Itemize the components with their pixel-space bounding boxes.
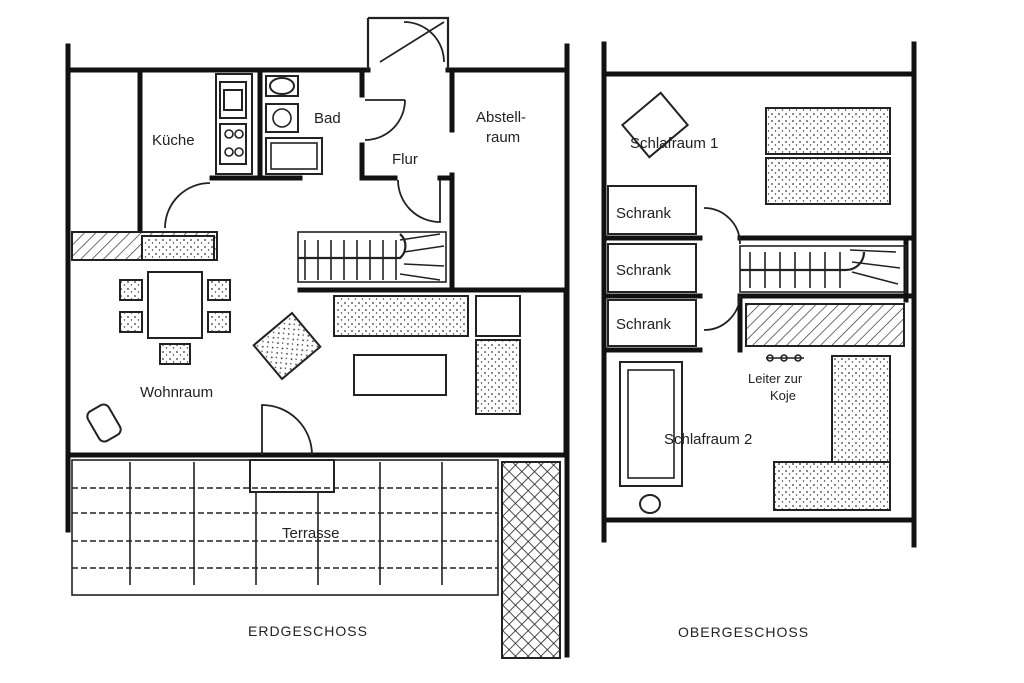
room-label-bath: Bad <box>314 110 341 127</box>
room-label-storage-1: Abstell- <box>476 109 526 126</box>
upper-floor-staircase <box>739 245 907 293</box>
kitchen-fixtures <box>215 73 253 175</box>
room-label-terrace: Terrasse <box>282 525 340 542</box>
ground-floor-title: ERDGESCHOSS <box>248 623 368 639</box>
wardrobe-3 <box>607 299 697 347</box>
lounge-chair <box>86 403 122 443</box>
room-label-living: Wohnraum <box>140 384 213 401</box>
stool <box>639 494 661 514</box>
bedroom1-chair <box>620 91 690 159</box>
bed-2c <box>773 461 891 511</box>
room-label-storage-2: raum <box>486 129 520 146</box>
bed-2a <box>619 361 683 487</box>
ladder-label-2: Koje <box>770 388 796 403</box>
wardrobe-1 <box>607 185 697 235</box>
bathroom-fixtures <box>265 75 323 175</box>
loft-bunk <box>745 303 905 347</box>
ground-floor-plan: Küche Bad Flur Abstell- raum Wohnraum Te… <box>65 16 570 659</box>
wardrobe-label-3: Schrank <box>616 316 672 333</box>
room-label-hall: Flur <box>392 151 418 168</box>
sofa <box>333 295 469 337</box>
sofa-side <box>475 339 521 415</box>
wardrobe-label-2: Schrank <box>616 262 672 279</box>
upper-floor-doors <box>703 207 741 331</box>
ground-floor-walls <box>65 16 570 658</box>
coffee-table <box>353 354 447 396</box>
ground-floor-staircase <box>297 231 447 283</box>
armchair <box>252 311 322 381</box>
room-label-kitchen: Küche <box>152 132 195 149</box>
bed-1b <box>765 157 891 205</box>
upper-floor-title: OBERGESCHOSS <box>678 624 809 640</box>
ladder-label-1: Leiter zur <box>748 371 803 386</box>
ground-floor-doors <box>164 99 441 456</box>
terrace-area <box>71 459 561 659</box>
bed-1a <box>765 107 891 155</box>
room-label-bedroom-1: Schlafraum 1 <box>630 135 718 152</box>
wardrobe-label-1: Schrank <box>616 205 672 222</box>
wardrobe-2 <box>607 243 697 293</box>
dining-table-set <box>119 271 231 365</box>
room-label-bedroom-2: Schlafraum 2 <box>664 431 752 448</box>
ladder-icon <box>766 354 804 362</box>
upper-floor-plan: Schlafraum 1 Schrank Schrank Schrank Lei… <box>601 41 917 640</box>
side-table <box>475 295 521 337</box>
upper-floor-walls <box>601 41 917 548</box>
bar-counter <box>141 235 215 261</box>
